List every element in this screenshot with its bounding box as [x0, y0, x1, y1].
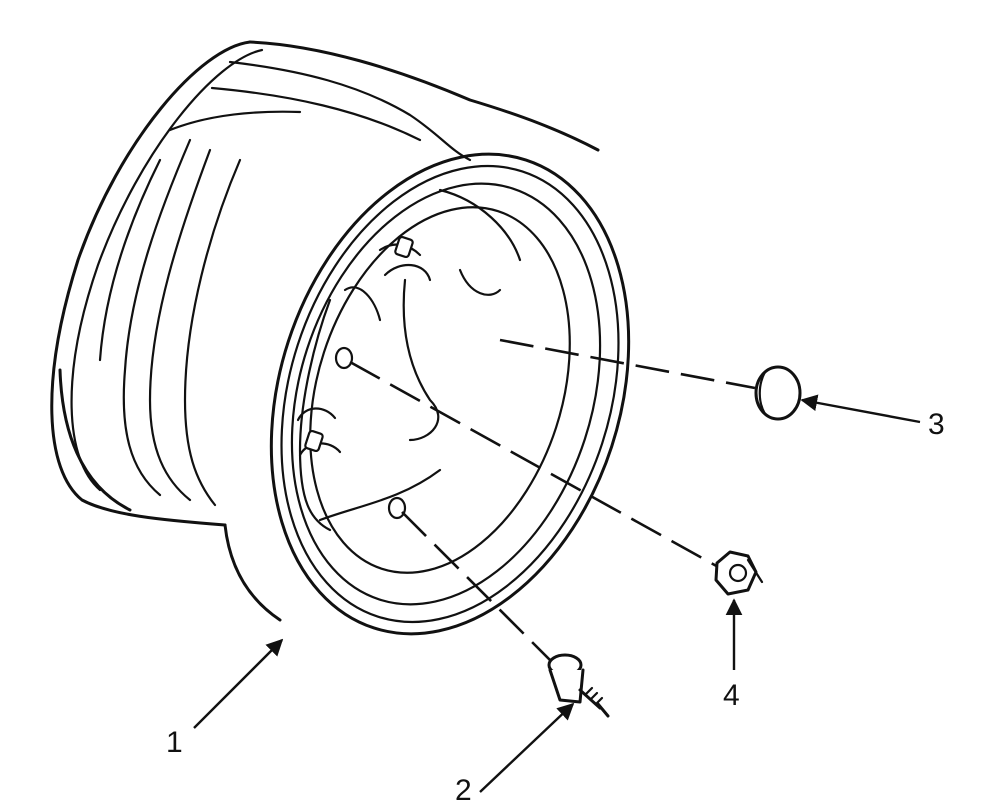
lug-nut-part	[714, 550, 764, 596]
wheel-front-rim	[269, 152, 631, 636]
callout-2-label: 2	[455, 774, 472, 807]
callout-1-label: 1	[166, 726, 183, 759]
leader-lines	[193, 394, 921, 793]
alignment-dashed-lines	[349, 338, 756, 669]
wheel-stud-holes	[304, 235, 414, 520]
hub-cap-part	[754, 365, 802, 421]
wheel-stud-part	[547, 653, 610, 718]
callout-4-label: 4	[723, 679, 740, 712]
wheel-back-rim	[50, 40, 264, 527]
wheel-drum-shell	[58, 40, 600, 622]
callout-3-label: 3	[928, 408, 945, 441]
